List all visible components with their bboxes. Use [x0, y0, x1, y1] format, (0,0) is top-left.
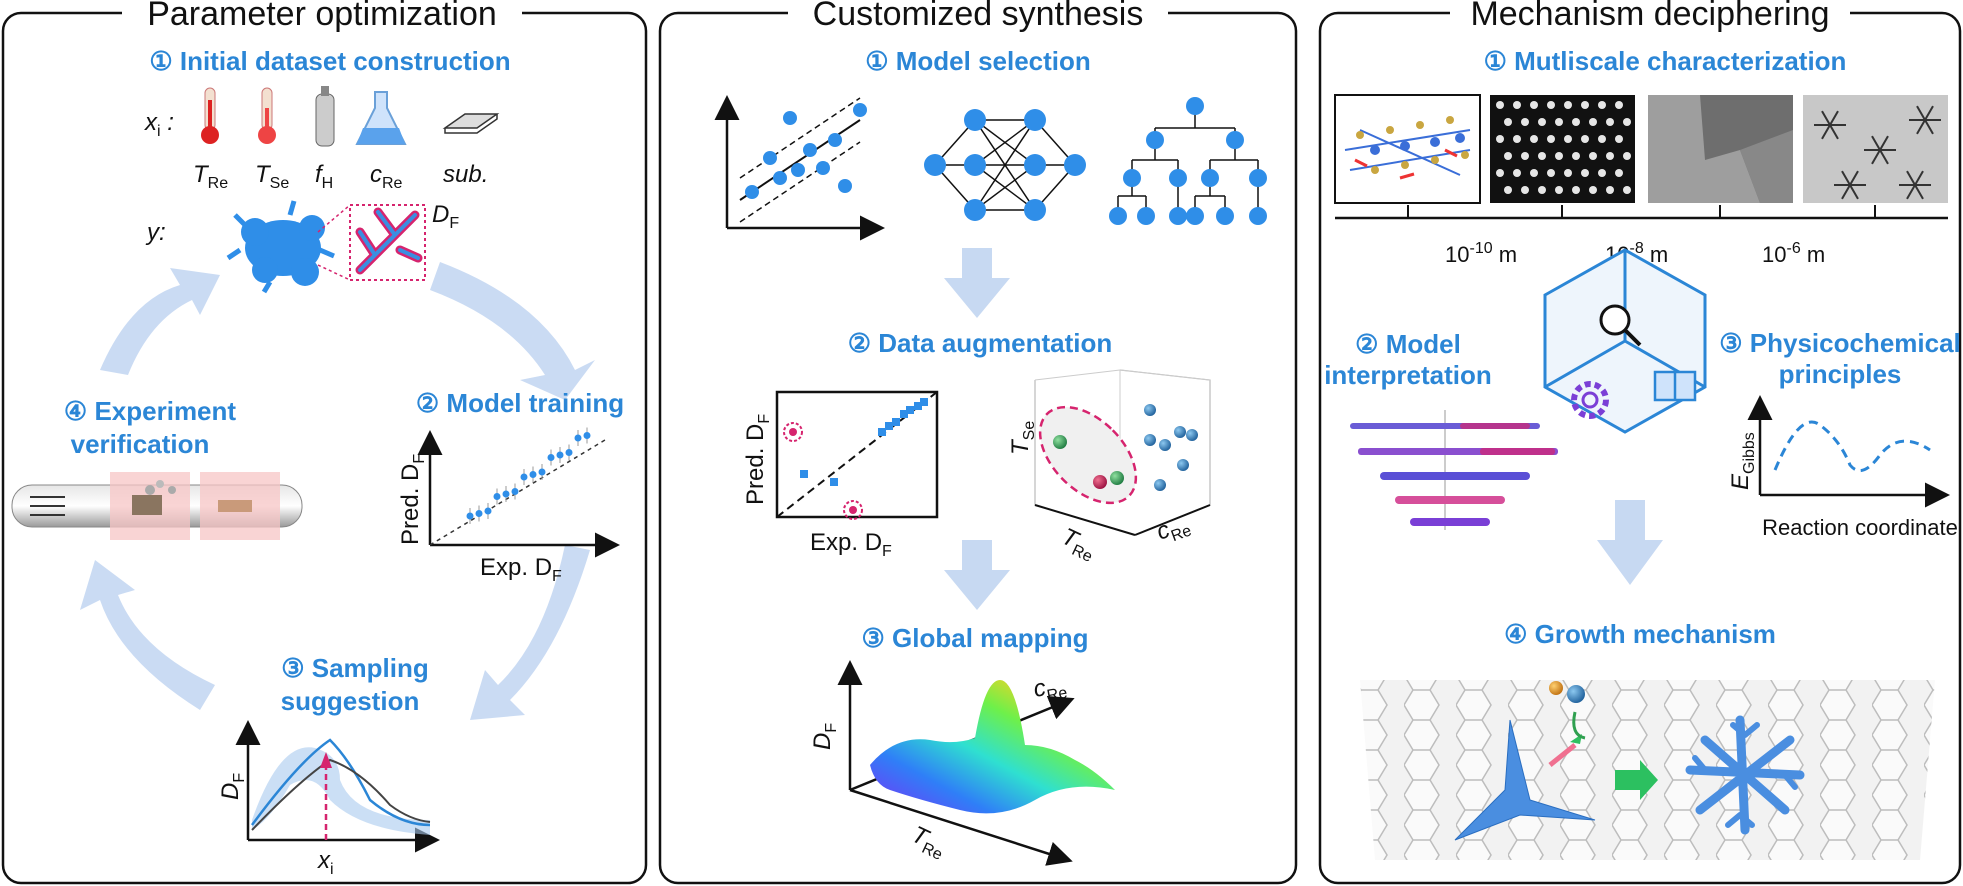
left-step2-title: ② Model training	[416, 388, 624, 418]
scatter-3d-tse-label: TSe	[1007, 421, 1038, 455]
gas-cylinder-icon	[315, 86, 335, 147]
train-point	[565, 449, 573, 456]
left-step3-title-line2: suggestion	[281, 686, 420, 716]
left-step1-title: ① Initial dataset construction	[149, 46, 510, 76]
right-step3-title-line2: principles	[1779, 359, 1902, 389]
train-point	[556, 451, 564, 459]
down-arrow-1	[944, 248, 1010, 318]
middle-step1-title: ① Model selection	[865, 46, 1091, 76]
scatter-3d-tre-label: TRe	[1056, 523, 1101, 566]
thermometer-icon	[201, 87, 219, 144]
xi-label: xi :	[144, 109, 174, 140]
flask-icon	[355, 91, 407, 145]
middle-panel-title: Customized synthesis	[813, 0, 1144, 33]
middle-step3-title: ③ Global mapping	[862, 623, 1089, 653]
global-mapping-surface	[837, 660, 1115, 866]
map-cre-label: cRe	[1031, 671, 1068, 707]
middle-step2-title: ② Data augmentation	[848, 328, 1113, 358]
arrow-to-initial	[100, 268, 220, 375]
right-step4-title: ④ Growth mechanism	[1504, 619, 1776, 649]
left-step4-title-line2: verification	[71, 429, 210, 459]
param-label-tse: TSe	[255, 161, 289, 192]
neural-network-icon	[924, 109, 1086, 221]
train-point	[475, 510, 483, 517]
y-label: y:	[145, 219, 166, 246]
right-step2-title-line2: interpretation	[1324, 360, 1492, 390]
furnace-tube-icon	[11, 472, 303, 540]
reaction-x-label: Reaction coordinate	[1762, 515, 1958, 540]
snowflake-dendrite	[1685, 715, 1805, 835]
knowledge-hexagon	[1543, 248, 1707, 434]
gear-icon	[1571, 381, 1609, 419]
left-step4-title-line1: ④ Experiment	[64, 396, 236, 426]
sem-flake-image	[1648, 95, 1793, 203]
sample-x-axis-label: xi	[317, 847, 334, 878]
energy-y-label: EGibbs	[1727, 432, 1758, 490]
model-training-plot	[417, 427, 620, 558]
train-point	[484, 507, 492, 515]
scatter-3d-plot	[1034, 369, 1211, 536]
right-step2-title-line1: ② Model	[1355, 329, 1461, 359]
magnifier-icon	[1599, 304, 1642, 347]
train-point	[538, 468, 546, 476]
decision-tree-icon	[1109, 97, 1267, 225]
train-x-axis-label: Exp. DF	[480, 554, 562, 585]
shap-beeswarm-plot	[1350, 410, 1558, 530]
energy-profile-plot	[1747, 395, 1950, 508]
left-panel-title: Parameter optimization	[147, 0, 497, 33]
param-label-tre: TRe	[193, 161, 228, 192]
sample-y-axis-label: DF	[217, 773, 248, 800]
arrow-to-model-training	[430, 262, 595, 400]
atomic-resolution-image	[1490, 95, 1635, 203]
param-label-sub: sub.	[443, 161, 488, 188]
thermometer-icon	[258, 87, 276, 144]
growth-arrow-icon	[1615, 760, 1658, 800]
arrow-to-sampling	[470, 545, 590, 720]
linear-regression-icon	[714, 95, 885, 241]
length-scale-bar	[1335, 205, 1948, 220]
left-step3-title-line1: ③ Sampling	[281, 653, 429, 683]
scale-label-1: 10-10 m	[1445, 240, 1517, 267]
param-label-fh: fH	[315, 161, 333, 192]
train-point	[574, 434, 582, 442]
crystal-structure-image	[1334, 94, 1481, 204]
train-point	[547, 454, 555, 461]
train-point	[466, 512, 474, 520]
param-label-cre: cRe	[370, 161, 403, 192]
substrate-icon	[442, 113, 500, 134]
growth-mechanism-illustration	[1360, 680, 1935, 860]
train-point	[529, 471, 537, 478]
aug-y-axis-label: Pred. DF	[742, 414, 773, 505]
train-point	[511, 488, 519, 495]
train-point	[520, 473, 528, 481]
arrow-to-experiment	[80, 560, 215, 710]
aug-x-axis-label: Exp. DF	[810, 529, 892, 560]
down-arrow-3	[1597, 500, 1663, 585]
train-y-axis-label: Pred. DF	[397, 454, 428, 545]
down-arrow-2	[944, 540, 1010, 610]
sampling-plot	[235, 720, 440, 853]
df-label: DF	[432, 201, 459, 232]
triangle-nucleus	[1454, 719, 1596, 841]
book-icon	[1653, 370, 1697, 402]
train-point	[583, 432, 591, 439]
map-df-label: DF	[809, 723, 840, 750]
right-panel-title: Mechanism deciphering	[1470, 0, 1829, 33]
train-point	[493, 493, 501, 500]
right-step1-title: ① Mutliscale characterization	[1484, 46, 1847, 76]
augmentation-parity-plot	[775, 390, 939, 520]
right-step3-title-line1: ③ Physicochemical	[1719, 328, 1961, 358]
train-point	[502, 490, 510, 498]
scale-label-3: 10-6 m	[1762, 240, 1825, 267]
dendrite-micrograph-image	[1803, 95, 1948, 203]
map-tre-label: TRe	[906, 821, 951, 864]
cycle-arrows	[80, 262, 595, 720]
dendrite-blob-icon	[226, 200, 335, 294]
scatter-3d-cre-label: cRe	[1153, 509, 1194, 549]
